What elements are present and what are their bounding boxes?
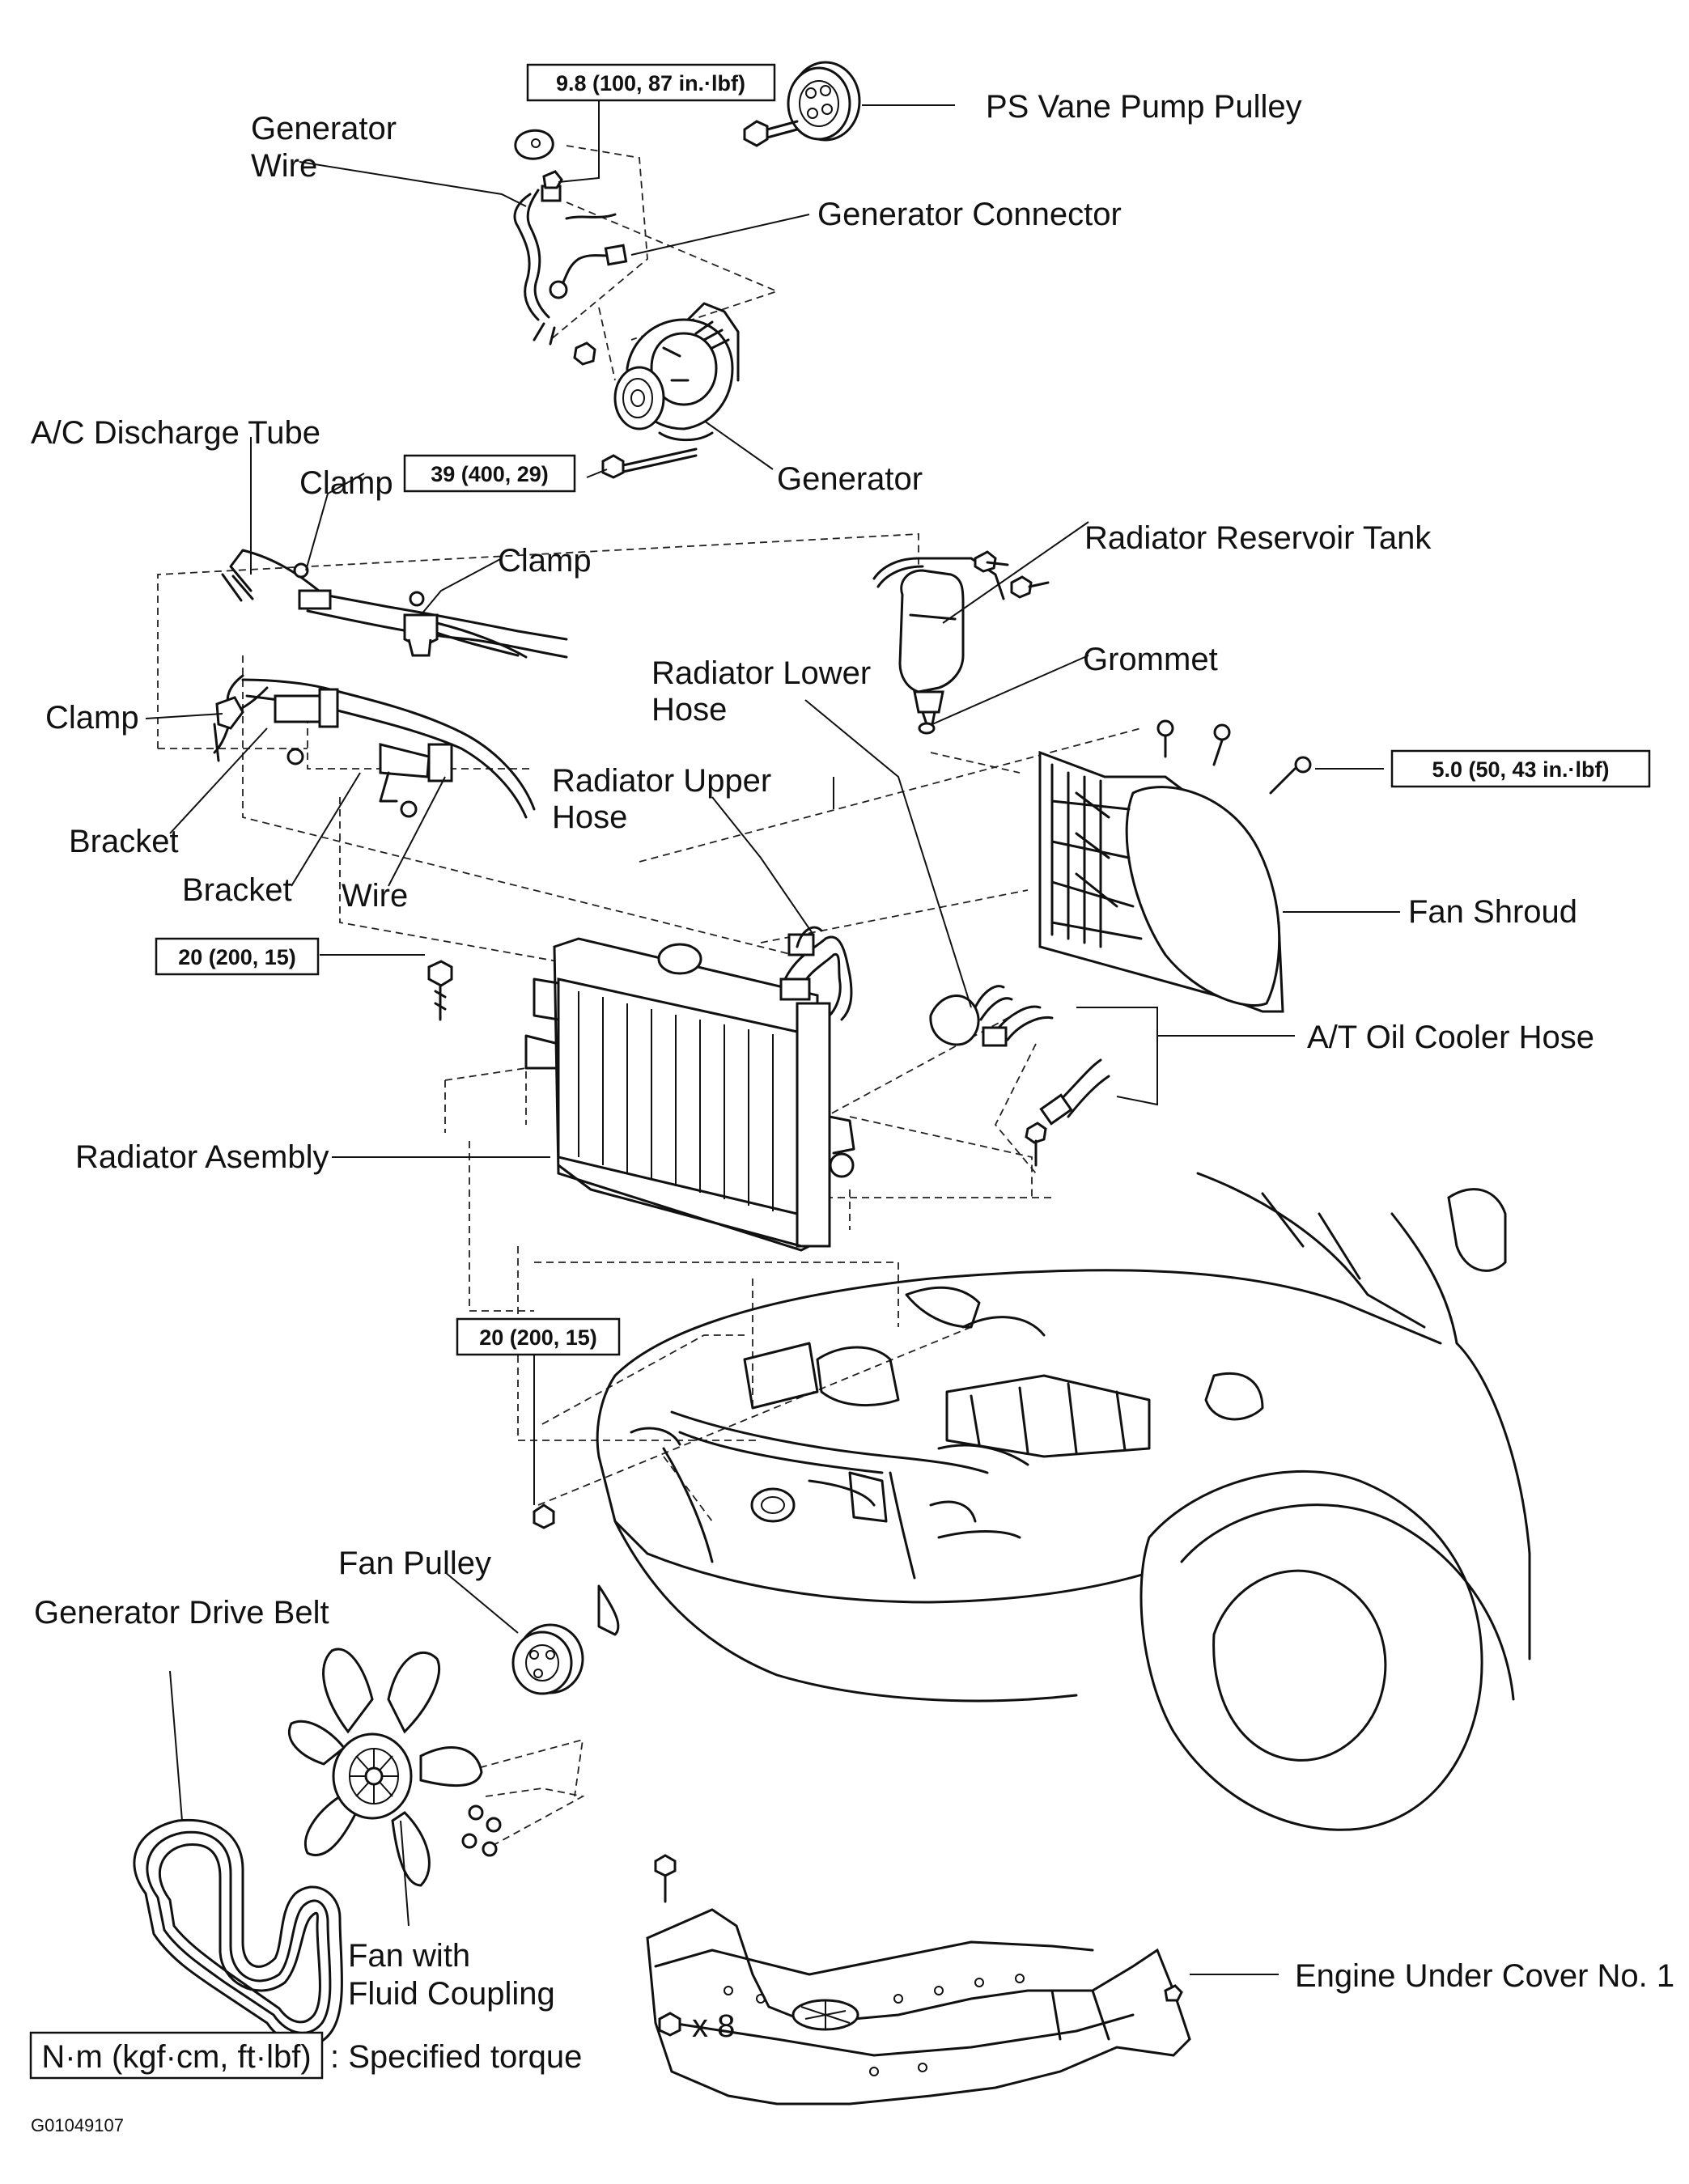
figure-code: G01049107 <box>31 2115 124 2135</box>
radiator-assembly-part <box>524 937 855 1252</box>
ac-discharge-tube-part <box>221 549 568 659</box>
torque-value-5: 20 (200, 15) <box>479 1325 597 1350</box>
bolt-icon <box>654 1854 677 1877</box>
legend-unit-box <box>29 2031 324 2080</box>
nut-icon <box>542 170 563 189</box>
legend-unit-text: N·m (kgf·cm, ft·lbf) <box>41 2039 311 2075</box>
torque-specs: 9.8 (100, 87 in.·lbf) 39 (400, 29) 5.0 (… <box>155 63 1651 1356</box>
generator-wire-part <box>513 184 628 346</box>
part-labels: Generator Wire PS Vane Pump Pulley Gener… <box>31 89 1674 2044</box>
fan-with-fluid-coupling-part <box>287 1648 483 1887</box>
fan-shroud-part <box>1038 719 1312 1013</box>
torque-box-4 <box>155 937 320 976</box>
legend-description: : Specified torque <box>330 2039 582 2075</box>
label-generator-wire-2: Wire <box>251 148 317 184</box>
label-generator-wire-1: Generator <box>251 111 397 146</box>
label-bolt-count: x 8 <box>692 2008 735 2044</box>
label-radiator-assembly: Radiator Asembly <box>75 1139 329 1175</box>
label-engine-under-cover: Engine Under Cover No. 1 <box>1295 1958 1674 1994</box>
label-ps-vane-pump-pulley: PS Vane Pump Pulley <box>986 89 1302 125</box>
label-at-oil-cooler-hose: A/T Oil Cooler Hose <box>1307 1020 1594 1055</box>
torque-value-1: 9.8 (100, 87 in.·lbf) <box>556 71 745 95</box>
label-fan-with-fluid-coupling-1: Fan with <box>348 1938 470 1974</box>
label-radiator-reservoir-tank: Radiator Reservoir Tank <box>1084 520 1432 556</box>
generator-terminal-cap <box>514 129 563 189</box>
label-radiator-upper-hose-2: Hose <box>552 799 627 835</box>
ps-vane-pump-pulley-part <box>743 61 861 147</box>
label-wire: Wire <box>342 878 408 914</box>
torque-box-3 <box>1390 749 1651 788</box>
generator-part <box>573 302 740 479</box>
label-radiator-lower-hose-1: Radiator Lower <box>651 655 871 691</box>
engine-under-cover-part <box>646 1908 1191 2106</box>
label-generator: Generator <box>777 461 923 497</box>
torque-legend: N·m (kgf·cm, ft·lbf) : Specified torque <box>29 2031 582 2080</box>
vehicle-front-part <box>596 1172 1531 1831</box>
label-bracket-2: Bracket <box>182 872 292 908</box>
bolt-icon <box>427 960 453 987</box>
bolts-group <box>427 960 677 1903</box>
label-fan-shroud: Fan Shroud <box>1408 894 1577 930</box>
torque-value-4: 20 (200, 15) <box>178 945 296 969</box>
label-clamp-left: Clamp <box>45 700 139 736</box>
radiator-upper-hose-part <box>779 926 853 1021</box>
leader-lines <box>145 89 1400 1975</box>
label-radiator-lower-hose-2: Hose <box>651 692 727 727</box>
label-clamp-top: Clamp <box>299 465 393 501</box>
torque-box-2 <box>403 454 576 493</box>
label-bracket-1: Bracket <box>69 824 179 859</box>
lower-hose-bracket-part <box>213 674 536 819</box>
torque-value-3: 5.0 (50, 43 in.·lbf) <box>1432 757 1609 782</box>
label-ac-discharge-tube: A/C Discharge Tube <box>31 415 320 451</box>
label-fan-with-fluid-coupling-2: Fluid Coupling <box>348 1976 555 2012</box>
torque-box-5 <box>456 1317 621 1356</box>
nut-icon <box>533 1503 555 1529</box>
label-fan-pulley: Fan Pulley <box>338 1546 491 1581</box>
label-generator-drive-belt: Generator Drive Belt <box>34 1595 329 1631</box>
fan-pulley-part <box>511 1623 584 1695</box>
label-radiator-upper-hose-1: Radiator Upper <box>552 763 771 799</box>
torque-box-1 <box>526 63 776 102</box>
radiator-reservoir-tank-part <box>872 550 1050 735</box>
label-clamp-right: Clamp <box>498 543 592 579</box>
torque-value-2: 39 (400, 29) <box>431 462 549 486</box>
label-grommet: Grommet <box>1083 642 1218 677</box>
legend-bolt-icon <box>658 2012 681 2037</box>
at-oil-cooler-hose-part <box>929 985 1110 1167</box>
label-generator-connector: Generator Connector <box>817 197 1122 232</box>
